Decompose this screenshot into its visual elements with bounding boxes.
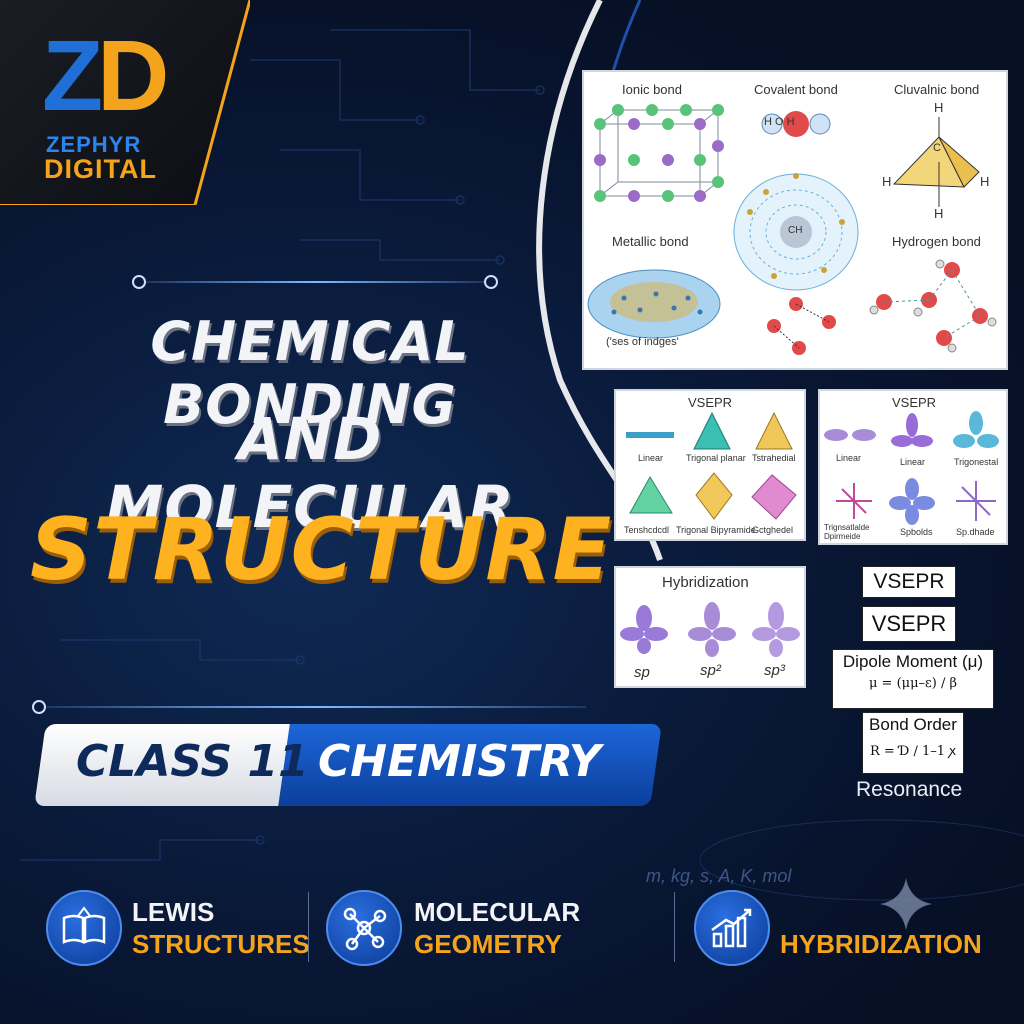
vsepr-panel-1: VSEPR Linear Trigonal planar Tstrahedial… [614,389,806,541]
dipole-moment-box: Dipole Moment (μ) μ = (μμ–ε) / β [832,649,994,709]
ionic-bond-label: Ionic bond [622,82,682,97]
metallic-bond-label: Metallic bond [612,234,689,249]
vsepr-2-label-2: Trigonestal [954,457,999,467]
tetrahedral-illustration [892,117,980,207]
vsepr-2-label-0: Linear [836,453,862,463]
tetra-h-top: H [934,100,944,115]
molecule-icon [343,907,387,951]
ionic-lattice-atoms [594,104,724,202]
vsepr-2-label-1: Linear [900,457,926,467]
vsepr-2-label-3: Trignsatlalde Dpirmeide [824,523,870,541]
logo-edge-accent [0,0,250,205]
sparkle-icon [880,878,932,930]
feature-geometry-line2: GEOMETRY [414,929,562,959]
vsepr-2-label-4: Spbolds [900,527,933,537]
vsepr-orbitals-2 [824,411,999,525]
logo-mark: ZD [42,26,169,126]
vsepr-shapes-1 [626,411,797,520]
vsepr-1-label-1: Trigonal planar [686,453,746,463]
bond-illustrations [587,104,997,355]
feature-lewis-line1: LEWIS [132,897,215,927]
hybrid-label-sp2: sp² [700,662,721,679]
bar-chart-icon [711,908,752,948]
vsepr-1-label-3: Tenshcdcdl [624,525,670,535]
class-label: CLASS 11 [76,736,309,787]
bond-order-title: Bond Order [869,715,957,734]
hybrid-label-sp: sp [634,664,650,681]
divider-dot-left [132,275,146,289]
si-units-watermark: m, kg, s, A, K, mol [646,866,792,886]
vsepr-box-a: VSEPR [862,566,956,598]
feature-lewis-line2: STRUCTURES [132,929,310,959]
dipole-title: Dipole Moment (μ) [842,652,984,671]
subject-label: CHEMISTRY [318,736,601,787]
feature-icon-lewis [46,890,122,966]
vsepr-box-b: VSEPR [862,606,956,642]
hybrid-label-sp3: sp³ [764,662,785,679]
feature-hybridization-line2: HYBRIDIZATION [780,929,982,959]
title-divider-top [146,281,486,283]
water-pair-illustration [767,297,836,355]
covalent-bond-label: Covalent bond [754,82,838,97]
open-book-icon [62,906,106,944]
tetra-h-left: H [882,174,892,189]
center-atom-label: CH [788,225,803,236]
covalent-water-illustration [761,111,831,137]
vsepr-panel-2-title: VSEPR [892,395,937,410]
logo-letter-z: Z [42,20,103,132]
hydrogen-bond-label: Hydrogen bond [892,234,981,249]
hybridization-panel-title: Hybridization [662,574,749,591]
vsepr-1-label-5: Gctghedel [752,525,794,535]
bond-types-panel: Ionic bond Covalent bond Cluvalnic bond … [582,70,1008,370]
title-divider-bottom [46,706,586,708]
bond-order-box: Bond Order R = Ɗ / 1–1 ꭗ [862,712,964,774]
feature-separator-1 [308,892,309,962]
feature-separator-2 [674,892,675,962]
water-formula-label: H O H [764,116,795,128]
divider-dot-right [484,275,498,289]
title-line-3: STRUCTURE [30,500,613,600]
logo-letter-d: D [97,20,169,132]
vsepr-1-label-4: Trigonal Bipyramide [676,525,756,535]
brand-name-line1: ZEPHYR [46,132,142,157]
resonance-label: Resonance [856,778,963,801]
hybridization-panel: Hybridization sp sp² sp³ [614,566,806,688]
feature-icon-hybridization [694,890,770,966]
tetra-h-right: H [980,174,990,189]
atom-orbit-illustration [733,173,859,291]
vsepr-1-label-2: Tstrahedial [752,453,796,463]
divider-dot-bottom [32,700,46,714]
tetra-h-bottom: H [934,206,944,221]
vsepr-panel-1-title: VSEPR [688,395,733,410]
hydrogen-bond-illustration [869,259,997,353]
vsepr-2-label-5: Sp.dhade [956,527,995,537]
feature-geometry-line1: MOLECULAR [414,897,581,927]
title-line-1: CHEMICAL BONDING [150,310,470,436]
feature-icon-geometry [326,890,402,966]
bond-order-formula: R = Ɗ / 1–1 ꭗ [869,744,957,759]
metallic-sea-illustration [587,269,721,339]
hybrid-orbitals [620,602,800,657]
metallic-caption: ('ses of indges' [606,336,679,348]
vsepr-panel-2: VSEPR Linear Linear Trigonestal Trignsat… [818,389,1008,545]
brand-name-line2: DIGITAL [44,154,157,184]
tetra-c-label: C [933,142,941,154]
title-line-2: AND MOLECULAR [105,405,515,541]
clovalnic-bond-label: Cluvalnic bond [894,82,980,97]
dipole-formula: μ = (μμ–ε) / β [868,676,958,691]
vsepr-1-label-0: Linear [638,453,664,463]
